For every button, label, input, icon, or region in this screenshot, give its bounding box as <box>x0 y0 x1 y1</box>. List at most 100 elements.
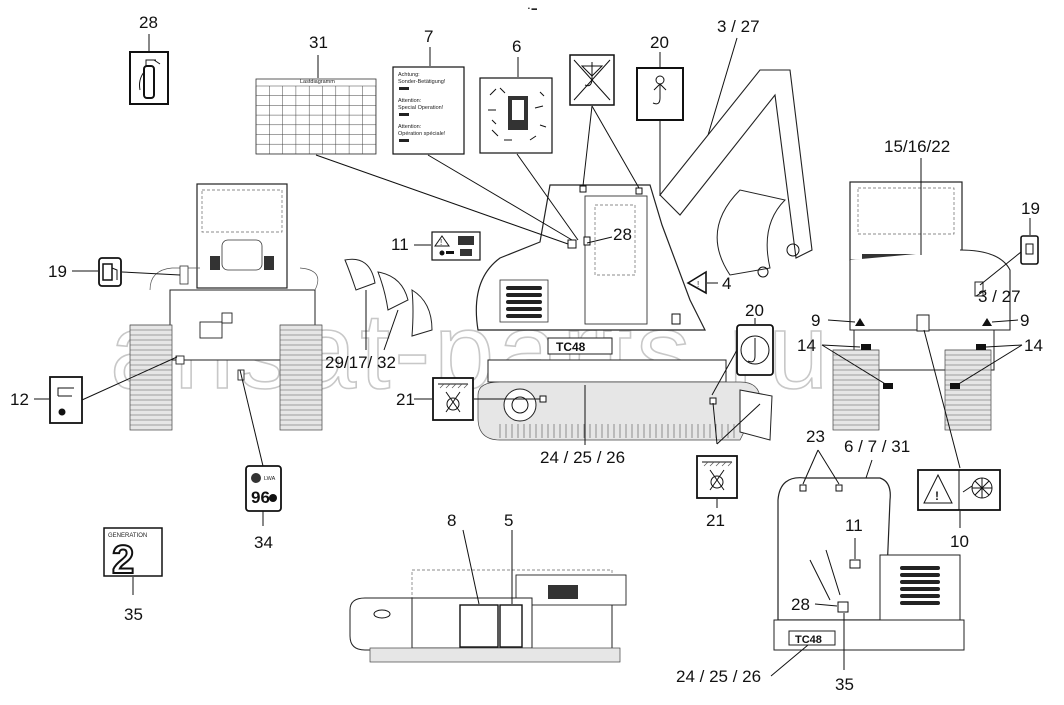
callout-15-16-22: 15/16/22 <box>884 137 950 156</box>
callout-35-left: 35 <box>124 605 143 624</box>
callout-34: 34 <box>254 533 273 552</box>
fuel-pump-icon <box>102 263 118 281</box>
grille-slot <box>506 307 542 311</box>
grille-slot <box>900 573 940 577</box>
callout-20-mid: 20 <box>745 301 764 320</box>
callout-14-left: 14 <box>797 336 816 355</box>
callout-31: 31 <box>309 33 328 52</box>
small-engine-grille <box>900 566 940 605</box>
decal-special-operation: Achtung: Sonder-Betätigung! Attention: S… <box>392 47 465 155</box>
no-lifting-icon <box>573 59 611 101</box>
callout-4: 4 <box>722 274 731 293</box>
decal-controls <box>479 57 553 154</box>
tie-down-icon <box>438 383 469 413</box>
callout-3-27-right: 3 / 27 <box>978 287 1021 306</box>
callout-3-27-top: 3 / 27 <box>717 17 760 36</box>
grille-slot <box>506 293 542 297</box>
grille-slot <box>506 300 542 304</box>
decal-tie-down-right <box>696 402 761 508</box>
side-engine-grille <box>506 286 542 318</box>
decal-4: ! <box>686 270 718 295</box>
callout-28-bottom: 28 <box>791 595 810 614</box>
side-view-machine: TC48 <box>475 69 813 441</box>
leader-no-lift-a <box>582 105 593 187</box>
noise-unit: LWA <box>264 476 276 482</box>
decal7-line3: Attention: <box>398 98 422 104</box>
lifting-hook-icon <box>652 75 667 105</box>
warning-triangle-icon: ! <box>923 473 953 504</box>
load-chart-grid <box>255 85 376 155</box>
grille-slot <box>900 580 940 584</box>
generation-number: 2 <box>112 538 134 582</box>
decal-12 <box>34 356 178 424</box>
callout-24-25-26-mid: 24 / 25 / 26 <box>540 448 625 467</box>
fan-warning-icon <box>962 477 993 499</box>
decal-generation: GENERATION 2 <box>103 527 163 595</box>
decal7-line1: Achtung: <box>398 72 420 78</box>
decal-noise-level: LWA 96 <box>239 369 282 526</box>
right-track-treads <box>280 324 322 426</box>
callout-35-bottom: 35 <box>835 675 854 694</box>
decal7-line5: Attention: <box>398 124 422 130</box>
callout-5: 5 <box>504 511 513 530</box>
callout-8: 8 <box>447 511 456 530</box>
callout-23: 23 <box>806 427 825 446</box>
decal-no-lifting <box>569 54 615 106</box>
callout-14-right: 14 <box>1024 336 1043 355</box>
grille-slot <box>506 314 542 318</box>
decal-19-right <box>979 218 1039 286</box>
decal-tie-down-left <box>414 377 540 421</box>
page-mark: ▪ ▬ <box>528 6 537 12</box>
callout-29-17-32: 29/17/ 32 <box>325 353 396 372</box>
svg-text:!: ! <box>935 489 939 503</box>
leader-6 <box>516 153 579 241</box>
decal-fuel-left <box>72 257 181 287</box>
decal-lifting-point-top <box>636 52 684 196</box>
callout-11-mid: 11 <box>391 235 409 254</box>
callout-6-7-31: 6 / 7 / 31 <box>844 437 910 456</box>
callout-21-right: 21 <box>706 511 725 530</box>
callout-20-top: 20 <box>650 33 669 52</box>
callout-6: 6 <box>512 37 521 56</box>
decal7-line2: Sonder-Betätigung! <box>398 79 446 85</box>
callout-11-bottom: 11 <box>845 516 863 535</box>
decal7-line6: Opération spéciale! <box>398 131 446 137</box>
side-view-machine-small: TC48 <box>773 477 965 651</box>
decal-11-mid: ! <box>414 231 481 261</box>
grille-slot <box>506 286 542 290</box>
decal-lifting-point-mid <box>711 318 774 396</box>
callout-19-right: 19 <box>1021 199 1040 218</box>
fire-extinguisher-icon <box>139 59 161 99</box>
front-view-machine <box>832 181 1011 431</box>
decal-load-chart: Lastdiagramm <box>255 55 377 155</box>
callout-9-right: 9 <box>1020 311 1029 330</box>
side-model-badge: TC48 <box>556 340 586 354</box>
callout-24-25-26-bottom: 24 / 25 / 26 <box>676 667 761 686</box>
grille-slot <box>900 587 940 591</box>
decal-stripes <box>344 258 433 351</box>
callout-9-left: 9 <box>811 311 820 330</box>
callout-28-top: 28 <box>139 13 158 32</box>
callout-10: 10 <box>950 532 969 551</box>
svg-text:!: ! <box>440 238 442 247</box>
callout-28-mid: 28 <box>613 225 632 244</box>
callout-19-left: 19 <box>48 262 67 281</box>
grille-slot <box>900 601 940 605</box>
callout-7: 7 <box>424 27 433 46</box>
grille-slot <box>900 594 940 598</box>
rear-view-machine <box>129 183 323 431</box>
front-right-track-treads <box>945 349 991 426</box>
leader-31 <box>315 154 569 245</box>
warning-triangle-icon: ! <box>434 235 450 247</box>
decal-10: ! <box>917 329 1001 528</box>
decal7-line4: Special Operation! <box>398 105 444 111</box>
svg-text:!: ! <box>697 280 699 289</box>
generation-word: GENERATION <box>108 533 147 539</box>
leader-no-lift-b <box>591 105 640 189</box>
grille-slot <box>900 566 940 570</box>
noise-value: 96 <box>251 488 270 507</box>
decal-fire-extinguisher <box>129 34 169 105</box>
callout-21-left: 21 <box>396 390 415 409</box>
left-track-treads <box>130 324 172 426</box>
